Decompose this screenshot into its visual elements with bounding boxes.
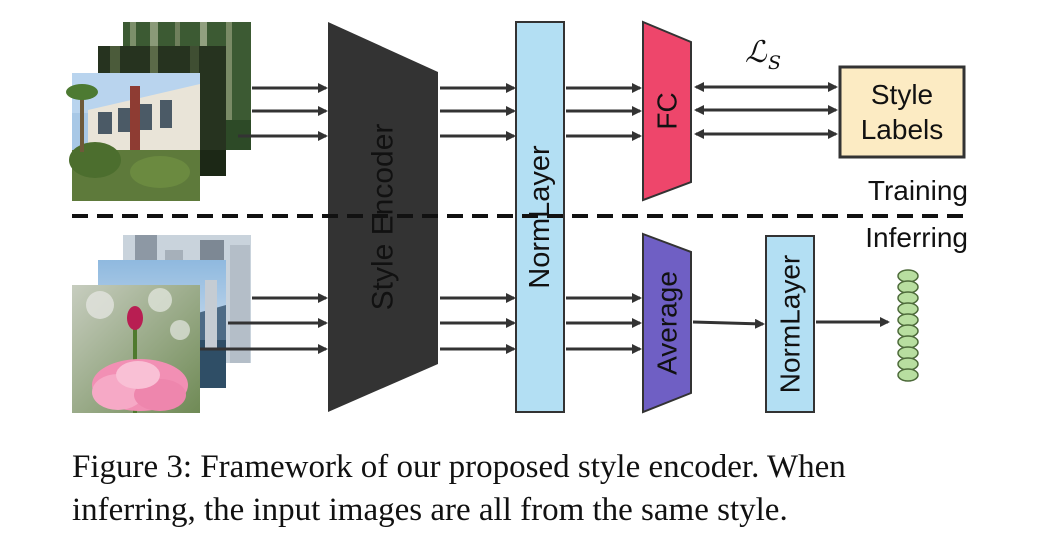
style-labels-line1: Style	[871, 79, 933, 110]
caption-line-2: inferring, the input images are all from…	[72, 492, 788, 528]
style-labels-block: Style Labels	[838, 65, 966, 159]
training-input-images	[66, 22, 251, 201]
arrow-average-to-normlayer	[692, 318, 765, 329]
loss-arrows	[694, 82, 838, 139]
normlayer-infer-block: NormLayer	[765, 235, 815, 413]
arrows-normlayer-to-average	[566, 293, 642, 354]
style-embedding-vector	[897, 269, 919, 382]
average-label: Average	[652, 271, 683, 375]
fc-label: FC	[652, 92, 683, 129]
training-label: Training	[868, 175, 968, 206]
inferring-label: Inferring	[865, 222, 968, 253]
loss-label: ℒ S	[745, 35, 781, 74]
normlayer-infer-label: NormLayer	[775, 255, 806, 393]
figure-caption: Figure 3: Framework of our proposed styl…	[72, 446, 992, 532]
inferring-input-images	[72, 235, 251, 413]
arrows-images-to-encoder-inferring	[200, 293, 328, 354]
arrows-normlayer-to-fc	[566, 83, 642, 141]
caption-line-1: Figure 3: Framework of our proposed styl…	[72, 449, 846, 485]
average-block: Average	[642, 232, 692, 414]
style-labels-line2: Labels	[861, 114, 944, 145]
training-image-front	[66, 73, 200, 201]
loss-symbol: ℒ	[745, 35, 768, 70]
framework-diagram: Style Encoder NormLayer FC ℒ S	[66, 20, 972, 414]
inferring-image-front	[72, 285, 200, 413]
phase-separator: Training Inferring	[72, 175, 972, 253]
arrows-images-to-encoder-training	[238, 83, 328, 141]
fc-block: FC	[642, 20, 692, 202]
arrows-encoder-to-normlayer	[440, 83, 516, 354]
loss-subscript: S	[768, 52, 781, 74]
